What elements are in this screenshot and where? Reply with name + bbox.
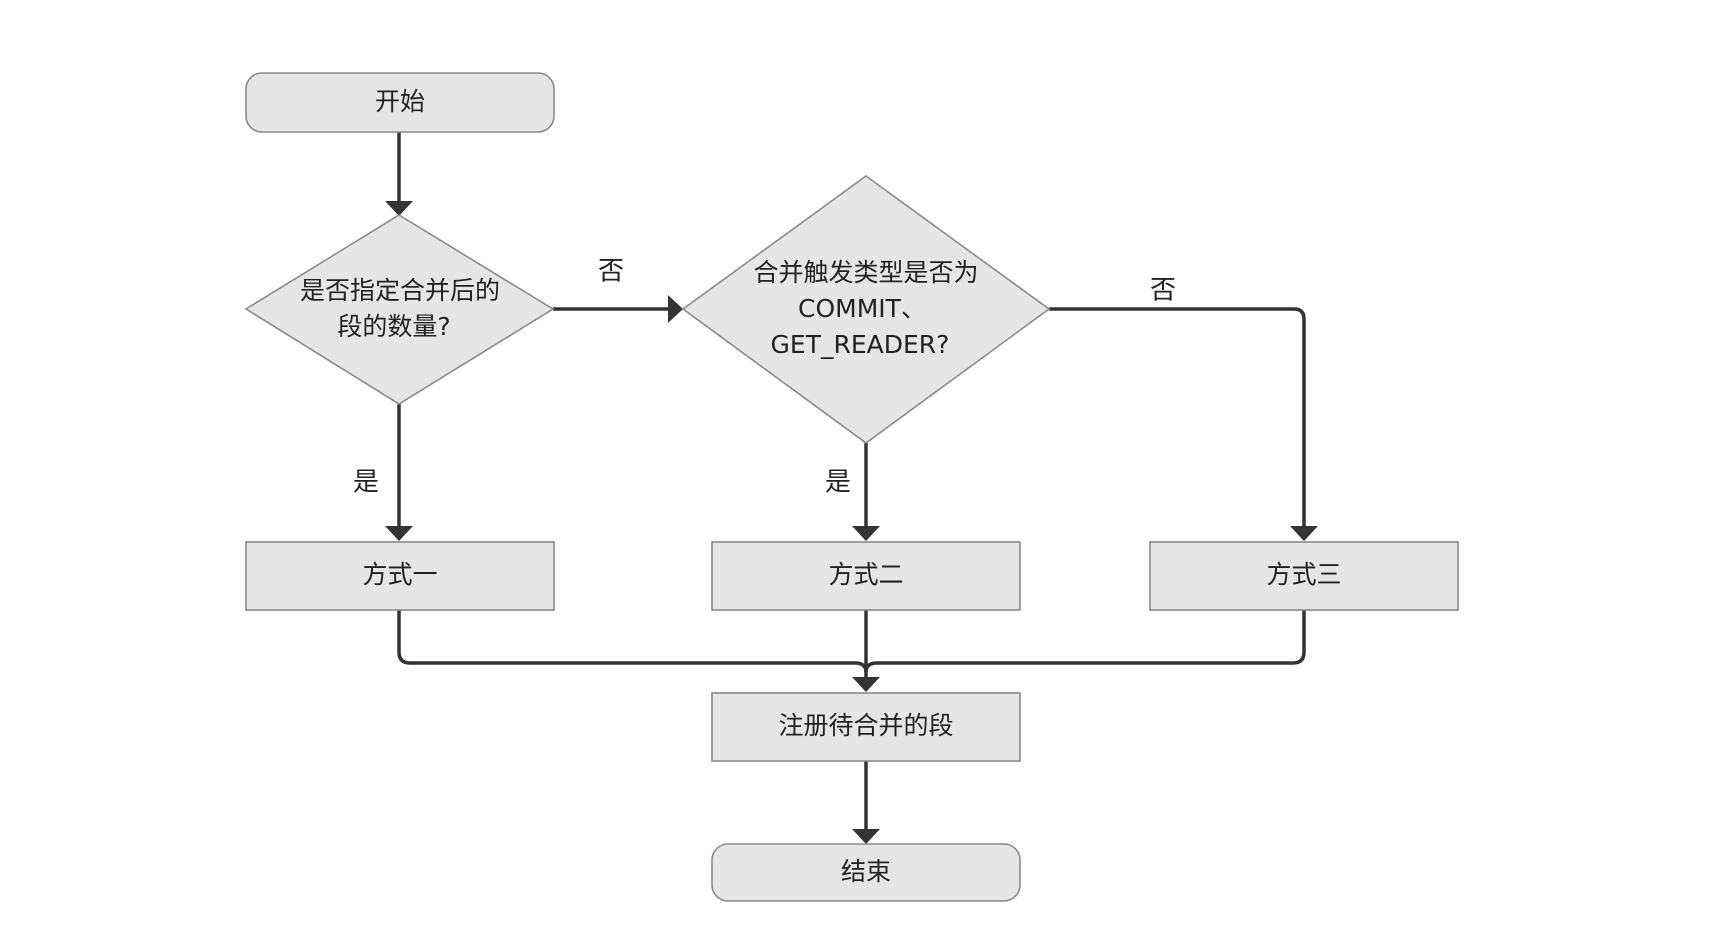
method3-label: 方式三 (1266, 560, 1341, 589)
method1-shape (245, 541, 555, 611)
decision2-shape (681, 175, 1051, 444)
start-node-label: 开始 (375, 87, 425, 116)
end-node[interactable]: 结束 (711, 843, 1021, 902)
edge-method3-to-register (864, 610, 1306, 673)
decision2-label-line3: GET_READER? (771, 330, 950, 359)
arrowhead-register (852, 677, 880, 692)
decision2-label-line2: COMMIT、 (798, 294, 926, 323)
arrowhead-decision1 (385, 201, 413, 216)
arrowhead-method1 (385, 526, 413, 541)
edge-label-decision2-no: 否 (1150, 276, 1176, 306)
decision1-label-line2: 段的数量? (337, 312, 450, 341)
register-shape (711, 692, 1021, 762)
arrowhead-method3 (1290, 526, 1318, 541)
method1-node[interactable]: 方式一 (245, 541, 555, 611)
arrowhead-end (852, 829, 880, 844)
method2-node[interactable]: 方式二 (711, 541, 1021, 611)
edge-label-decision2-yes: 是 (825, 468, 851, 498)
method2-shape (711, 541, 1021, 611)
end-node-shape (711, 843, 1021, 902)
method2-label: 方式二 (828, 560, 903, 589)
edge-label-decision1-no: 否 (598, 257, 624, 287)
edge-method1-to-register (397, 610, 868, 673)
edges (385, 132, 1318, 844)
decision2-node[interactable]: 合并触发类型是否为 COMMIT、 GET_READER? (681, 175, 1051, 444)
method1-label: 方式一 (362, 560, 437, 589)
decision2-label-line1: 合并触发类型是否为 (753, 258, 978, 287)
arrowhead-decision2 (668, 295, 683, 323)
decision1-shape (244, 214, 555, 405)
method3-node[interactable]: 方式三 (1149, 541, 1459, 611)
start-node[interactable]: 开始 (245, 72, 555, 133)
edge-decision2-to-method3 (1049, 307, 1306, 526)
method3-shape (1149, 541, 1459, 611)
start-node-shape (245, 72, 555, 133)
arrowhead-method2 (852, 526, 880, 541)
decision1-node[interactable]: 是否指定合并后的 段的数量? (244, 214, 555, 405)
register-label: 注册待合并的段 (778, 711, 953, 740)
decision1-label-line1: 是否指定合并后的 (300, 276, 500, 305)
end-node-label: 结束 (841, 857, 891, 886)
register-node[interactable]: 注册待合并的段 (711, 692, 1021, 762)
edge-label-decision1-yes: 是 (353, 468, 379, 498)
